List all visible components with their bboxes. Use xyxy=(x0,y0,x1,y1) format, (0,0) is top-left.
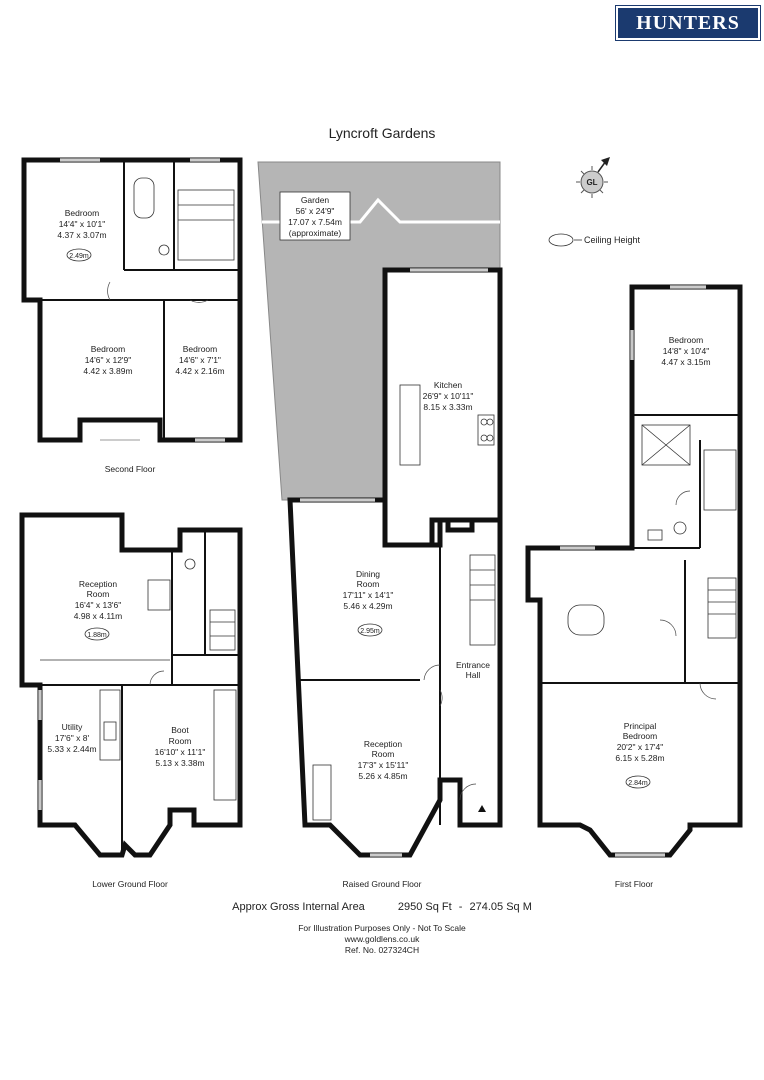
legend-label: Ceiling Height xyxy=(584,235,641,245)
room-imperial: 16'4" x 13'6" xyxy=(75,600,122,610)
floor-name: Lower Ground Floor xyxy=(92,879,168,889)
room-note: (approximate) xyxy=(289,228,342,238)
room-metric: 4.42 x 3.89m xyxy=(83,366,132,376)
room-metric: 5.13 x 3.38m xyxy=(155,758,204,768)
room-name-line2: Room xyxy=(169,736,192,746)
second-floor-plan xyxy=(21,157,243,443)
entrance-arrow-icon xyxy=(478,805,486,812)
ceiling-height-value: 2.49m xyxy=(69,253,89,260)
legend-badge-icon xyxy=(548,233,574,247)
ceiling-height-badge xyxy=(357,623,383,637)
website: www.goldlens.co.uk xyxy=(344,934,420,944)
area-sqm: 274.05 Sq M xyxy=(469,901,532,913)
room-name-line2: Room xyxy=(87,589,110,599)
room-metric: 4.98 x 4.11m xyxy=(74,611,123,621)
compass-label: GL xyxy=(586,178,597,187)
ceiling-height-value: 1.88m xyxy=(87,632,107,639)
room-name: Utility xyxy=(62,722,84,732)
room-imperial: 14'6" x 7'1" xyxy=(179,355,221,365)
ceiling-height-badge xyxy=(625,775,651,789)
ceiling-height-badge xyxy=(84,627,110,641)
floor-name: First Floor xyxy=(615,879,653,889)
room-imperial: 17'6" x 8' xyxy=(55,733,90,743)
gross-area-line: Approx Gross Internal Area 2950 Sq Ft - … xyxy=(0,902,764,913)
room-metric: 4.37 x 3.07m xyxy=(57,230,106,240)
logo-text: HUNTERS xyxy=(636,11,740,34)
room-metric: 4.42 x 2.16m xyxy=(175,366,224,376)
room-name: Bedroom xyxy=(669,335,704,345)
room-imperial: 14'4" x 10'1" xyxy=(59,219,106,229)
room-name: Kitchen xyxy=(434,380,463,390)
room-metric: 17.07 x 7.54m xyxy=(288,217,342,227)
room-name: Garden xyxy=(301,195,330,205)
ceiling-height-badge xyxy=(66,248,92,262)
room-metric: 4.47 x 3.15m xyxy=(661,357,710,367)
ceiling-height-value: 2.84m xyxy=(628,780,648,787)
room-name: Bedroom xyxy=(91,344,126,354)
room-metric: 5.33 x 2.44m xyxy=(47,744,96,754)
area-separator: - xyxy=(458,901,463,913)
raised-ground-floor-labels: Garden 56' x 24'9" 17.07 x 7.54m (approx… xyxy=(288,195,490,889)
room-name: Boot xyxy=(171,725,189,735)
first-floor-plan xyxy=(525,284,743,858)
room-name: Reception xyxy=(79,579,118,589)
floor-name: Second Floor xyxy=(105,464,156,474)
room-name: Entrance xyxy=(456,660,490,670)
hunters-logo: HUNTERS xyxy=(616,6,760,40)
room-name-line2: Hall xyxy=(466,670,481,680)
room-name-line2: Room xyxy=(372,749,395,759)
room-name: Reception xyxy=(364,739,403,749)
room-name: Principal xyxy=(624,721,657,731)
room-imperial: 17'11" x 14'1" xyxy=(343,590,394,600)
room-imperial: 17'3" x 15'11" xyxy=(358,760,409,770)
room-name-line2: Bedroom xyxy=(623,731,658,741)
address-title: Lyncroft Gardens xyxy=(328,125,436,141)
room-name: Dining xyxy=(356,569,380,579)
room-imperial: 20'2" x 17'4" xyxy=(617,742,664,752)
room-imperial: 16'10" x 11'1" xyxy=(155,747,206,757)
room-imperial: 56' x 24'9" xyxy=(296,206,335,216)
room-name: Bedroom xyxy=(183,344,218,354)
room-name: Bedroom xyxy=(65,208,100,218)
room-metric: 8.15 x 3.33m xyxy=(423,402,472,412)
lower-ground-floor-labels: Reception Room 16'4" x 13'6" 4.98 x 4.11… xyxy=(47,579,205,889)
lower-ground-floor-plan xyxy=(19,512,243,858)
reference-number: Ref. No. 027324CH xyxy=(344,945,420,955)
room-imperial: 14'8" x 10'4" xyxy=(663,346,710,356)
second-floor-labels: Bedroom 14'4" x 10'1" 4.37 x 3.07m 2.49m… xyxy=(57,208,224,474)
area-sqft: 2950 Sq Ft xyxy=(397,901,452,913)
garden-label-box xyxy=(279,191,351,241)
floor-name: Raised Ground Floor xyxy=(343,879,422,889)
room-metric: 5.46 x 4.29m xyxy=(343,601,392,611)
disclaimer: For Illustration Purposes Only - Not To … xyxy=(298,923,466,933)
compass-north-icon: GL xyxy=(576,157,610,198)
ceiling-height-legend: Ceiling Height xyxy=(548,233,641,247)
room-imperial: 14'6" x 12'9" xyxy=(85,355,132,365)
room-name-line2: Room xyxy=(357,579,380,589)
room-imperial: 26'9" x 10'11" xyxy=(423,391,474,401)
room-metric: 5.26 x 4.85m xyxy=(358,771,407,781)
area-label: Approx Gross Internal Area xyxy=(232,901,365,913)
first-floor-labels: Bedroom 14'8" x 10'4" 4.47 x 3.15m Princ… xyxy=(615,335,711,889)
ceiling-height-value: 2.95m xyxy=(360,628,380,635)
room-metric: 6.15 x 5.28m xyxy=(615,753,664,763)
raised-ground-floor-plan xyxy=(257,161,503,858)
